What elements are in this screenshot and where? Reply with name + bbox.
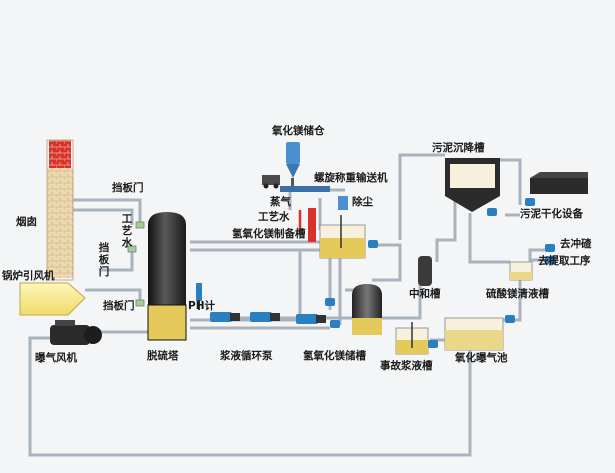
ph-meter-label: PH计: [188, 300, 215, 312]
mgoh-storage-tank-shape: [325, 284, 382, 335]
damper-mid-label: 挡板门: [98, 242, 110, 278]
aeration-blower: [50, 320, 102, 345]
chimney: [46, 139, 74, 281]
damper-low-label: 挡板门: [103, 300, 135, 312]
mgoh-prep-tank-label: 氢氧化镁制备槽: [232, 228, 306, 240]
mgso4-tank-label: 硫酸镁清液槽: [486, 288, 549, 300]
mgo-silo: [286, 142, 300, 190]
process-water-left-label: 工艺水: [121, 213, 133, 249]
slurry-pump-label: 浆液循环泵: [220, 350, 273, 362]
to-neutral-pipe: [230, 262, 422, 320]
circulation-pumps: [210, 312, 326, 324]
steam-label: 蒸气: [270, 196, 291, 208]
aeration-bottom-pipe: [28, 336, 472, 457]
fan-to-damper-pipe: [100, 250, 134, 272]
sludge-dryer-shape: [525, 172, 588, 206]
flue-pipe-top: [72, 198, 142, 225]
damper-markers: [127, 221, 145, 307]
settle-to-mgso4-pipe: [468, 213, 510, 264]
mgo-silo-label: 氧化镁储仓: [272, 125, 325, 137]
output-pumps: [545, 244, 555, 264]
settle-feed-pipe: [398, 153, 445, 240]
settle-to-dryer-pipe: [500, 158, 522, 205]
flue-pipe-top-2: [72, 208, 134, 225]
mgoh-storage-tank-label: 氢氧化镁储槽: [303, 350, 366, 362]
desulfur-tower: [147, 212, 187, 341]
neutral-tank-shape: [418, 256, 432, 286]
aeration-fan-label: 曝气风机: [35, 352, 77, 364]
sludge-dryer-label: 污泥干化设备: [520, 208, 583, 220]
process-water-right-label: 工艺水: [258, 211, 290, 223]
chimney-label: 烟囱: [16, 216, 37, 228]
boiler-fan-label: 锅炉引风机: [2, 270, 55, 282]
emergency-tank-shape: [395, 322, 438, 355]
prep-to-storage-pipe: [370, 243, 402, 282]
mgso4-tank-shape: [509, 261, 533, 281]
mgoh-prep-tank-shape: [308, 208, 378, 259]
boiler-fan-unit: [19, 282, 86, 316]
dust-removal-label: 除尘: [352, 196, 373, 208]
screw-feeder-label: 螺旋称重输送机: [314, 172, 388, 184]
desulfur-tower-label: 脱硫塔: [147, 350, 179, 362]
ph-meter-device: [196, 283, 202, 310]
screw-feeder: [262, 175, 330, 192]
damper-top-label: 挡板门: [112, 182, 144, 194]
oxidation-pool-label: 氧化曝气池: [455, 352, 508, 364]
sludge-settling-label: 污泥沉降槽: [432, 142, 485, 154]
dust-collector: [338, 196, 348, 210]
sludge-settling-shape: [445, 158, 500, 216]
to-extract-label: 去提取工序: [538, 255, 591, 267]
emergency-tank-label: 事故浆液槽: [380, 360, 433, 372]
neutral-tank-label: 中和槽: [409, 288, 441, 300]
oxidation-pool-shape: [444, 315, 515, 351]
to-flush-label: 去冲碴: [560, 238, 592, 250]
